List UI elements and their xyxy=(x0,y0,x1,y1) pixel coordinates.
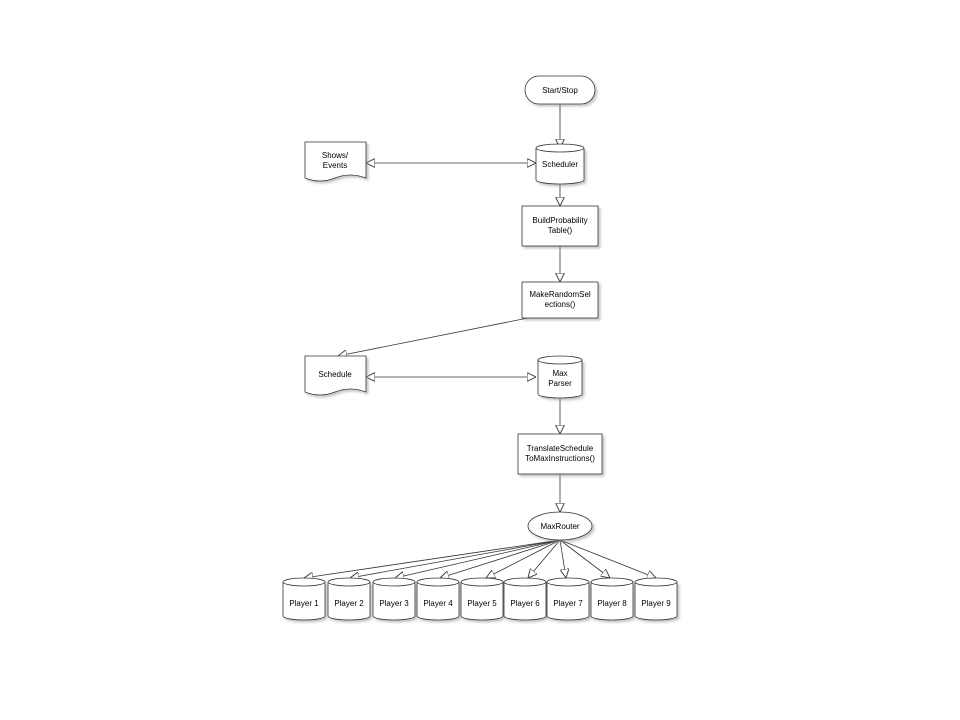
node-player-5: Player 5 xyxy=(460,577,504,621)
build-probability-label-line-1: BuildProbability xyxy=(532,216,587,225)
node-player-2: Player 2 xyxy=(327,577,371,621)
node-player-7: Player 7 xyxy=(546,577,590,621)
make-random-label-line-1: MakeRandomSel xyxy=(529,290,591,299)
shows-events-label-line-1: Shows/ xyxy=(322,151,349,160)
player-7-label: Player 7 xyxy=(553,599,583,608)
translate-label-line-2: ToMaxInstructions() xyxy=(525,454,595,463)
edge-router-to-player-3 xyxy=(395,539,561,578)
translate-label-line-1: TranslateSchedule xyxy=(527,444,594,453)
edge-make-to-schedule xyxy=(338,317,529,356)
shows-events-label-line-2: Events xyxy=(323,161,347,170)
build-probability-label-line-2: Table() xyxy=(548,226,573,235)
node-player-3: Player 3 xyxy=(372,577,416,621)
player-8-label: Player 8 xyxy=(597,599,627,608)
player-9-label: Player 9 xyxy=(641,599,671,608)
schedule-label: Schedule xyxy=(318,370,352,379)
player-6-label: Player 6 xyxy=(510,599,540,608)
edge-router-to-player-4 xyxy=(440,539,561,578)
player-3-label: Player 3 xyxy=(379,599,409,608)
router-to-players-edges xyxy=(304,539,656,578)
node-start-stop: Start/Stop xyxy=(524,75,596,105)
node-player-1: Player 1 xyxy=(282,577,326,621)
player-2-label: Player 2 xyxy=(334,599,364,608)
node-player-9: Player 9 xyxy=(634,577,678,621)
edge-router-to-player-7 xyxy=(559,539,566,578)
node-make-random: MakeRandomSel ections() xyxy=(521,281,599,319)
node-schedule: Schedule xyxy=(304,355,367,396)
node-player-6: Player 6 xyxy=(503,577,547,621)
max-parser-label-line-1: Max xyxy=(552,369,567,378)
make-random-label-line-2: ections() xyxy=(545,300,576,309)
node-translate-schedule: TranslateSchedule ToMaxInstructions() xyxy=(517,433,603,475)
player-5-label: Player 5 xyxy=(467,599,497,608)
node-scheduler: Scheduler xyxy=(535,143,585,185)
max-parser-label-line-2: Parser xyxy=(548,379,572,388)
edge-router-to-player-6 xyxy=(528,539,561,578)
node-shows-events: Shows/ Events xyxy=(304,141,367,182)
node-max-router: MaxRouter xyxy=(527,511,593,541)
edge-router-to-player-2 xyxy=(350,539,561,578)
edge-router-to-player-5 xyxy=(486,539,561,578)
node-max-parser: Max Parser xyxy=(537,355,583,399)
connectors xyxy=(304,104,656,578)
scheduler-label: Scheduler xyxy=(542,160,578,169)
edge-router-to-player-8 xyxy=(559,539,610,578)
player-4-label: Player 4 xyxy=(423,599,453,608)
start-stop-label: Start/Stop xyxy=(542,86,578,95)
max-router-label: MaxRouter xyxy=(540,522,579,531)
node-player-8: Player 8 xyxy=(590,577,634,621)
node-player-4: Player 4 xyxy=(416,577,460,621)
edge-router-to-player-1 xyxy=(304,539,561,578)
node-build-probability: BuildProbability Table() xyxy=(521,205,599,247)
players-row: Player 1 Player 2 Player 3 Player 4 Play… xyxy=(282,577,678,621)
edge-router-to-player-9 xyxy=(559,539,656,578)
player-1-label: Player 1 xyxy=(289,599,319,608)
